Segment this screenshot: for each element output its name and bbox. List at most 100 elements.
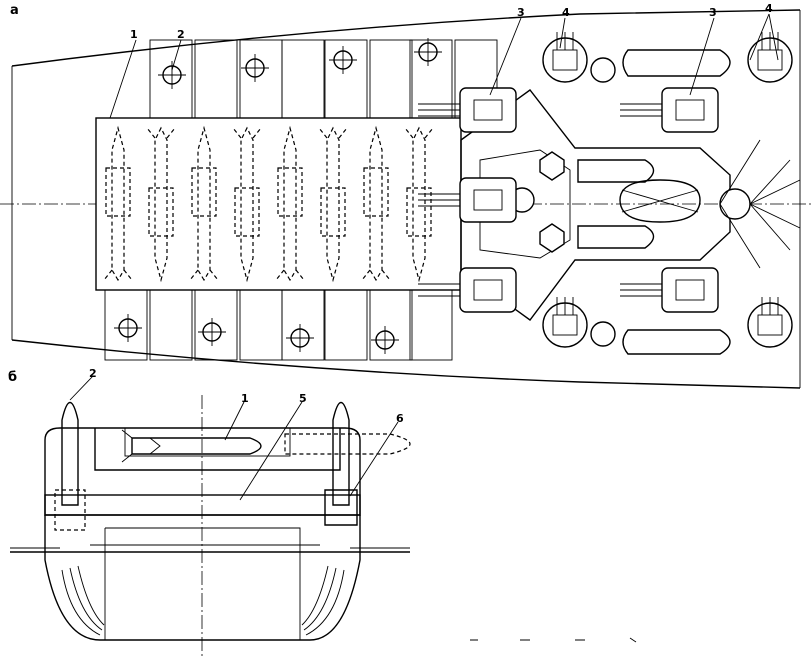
deck-cell-lower [149,289,193,361]
gun-turret [459,267,517,313]
gun-turret-hatch [473,99,503,121]
left-bilge-ribs [61,565,105,636]
hatch-cross-b [621,189,699,213]
magazine-missile [154,126,168,283]
boat-upper-right [622,49,731,77]
missile-fin [189,269,219,281]
deck-cell-lower [239,289,283,361]
leader-1-side [224,401,245,441]
gun-turret [459,87,517,133]
gun-barrels [418,283,460,297]
deck-body [44,427,361,516]
upper-deck-cells [149,38,498,119]
gun-barrels [418,193,460,207]
gun-mount-barrels [761,32,779,50]
callout-1-top: 1 [130,28,138,41]
callout-4-top: 4 [562,6,570,19]
plan-view: а 1 2 3 4 3 4 [0,2,812,389]
vertical-missile-left [61,401,79,506]
hatch-crosshair [286,324,314,352]
deck-cell-lower [409,289,453,361]
hull-outline-bottom [11,339,801,389]
gun-turrets-item4 [542,32,793,348]
missile-section-extended [284,433,411,455]
boat-lower-center [577,225,655,249]
hull-inner-box [104,527,301,640]
hull-section [44,515,361,641]
missile-cradle [406,187,432,237]
round-fitting-upper [590,57,616,83]
gun-turret [459,177,517,223]
stern-mast [719,188,751,220]
callout-4b-top: 4 [765,2,773,15]
view-label-b: б [8,370,17,385]
hatch-crosshair [329,46,357,74]
hatch-crosshair [114,314,142,342]
gun-mount-barrels [556,297,574,315]
leader-4b [749,13,770,61]
leader-6-side [349,421,399,497]
callout-3-top: 3 [517,6,525,19]
missile-fin [146,127,176,139]
gun-mount-barrels [761,297,779,315]
missile-fin [361,269,391,281]
gun-turret-hatch [675,99,705,121]
boat-upper-center [577,159,655,183]
round-fitting-lower [590,321,616,347]
missile-section-solid [131,437,262,455]
magazine-missile [326,126,340,283]
gun-turret-hatch [473,189,503,211]
gun-barrels [620,103,662,117]
missile-cradle [234,187,260,237]
leader-4a [559,17,566,49]
missile-cradle [277,167,303,217]
missile-fin [103,269,133,281]
gun-turrets-item3 [418,87,719,313]
leader-2-top [171,39,182,71]
missile-cradle [191,167,217,217]
deck-cell-lower [324,289,368,361]
hexagon-fitting-upper [539,151,565,181]
stray-marks [470,637,637,643]
hatch-crosshair [241,54,269,82]
hull-outline-top [11,9,801,67]
missile-section-fins [121,429,161,463]
missile-cradle [148,187,174,237]
hatch-crosshair [158,61,186,89]
right-bilge-ribs [301,565,345,636]
superstructure-inner [479,149,571,259]
deck-beam [44,494,361,516]
leader-5-side [239,401,303,501]
missile-cradle [320,187,346,237]
vertical-missile-right [332,401,350,506]
leader-3b [689,17,715,96]
missile-cradle [105,167,131,217]
section-view: б 2 1 5 6 [8,367,637,659]
missile-cradle [363,167,389,217]
hexagon-fitting-lower [539,223,565,253]
leader-4c [768,13,779,61]
deck-cell-upper [281,39,325,119]
gun-mount-barrels [556,32,574,50]
leader-1-top [109,39,137,119]
callout-1-side: 1 [241,392,249,405]
deck-cell-upper [194,39,238,119]
callout-2-side: 2 [89,367,97,380]
missile-fin [232,127,262,139]
hatch-crosshair [371,326,399,354]
missile-fin [318,127,348,139]
stern-fan-blades [719,139,801,269]
hatch-crosshair [198,318,226,346]
gun-barrels [418,103,460,117]
callout-5-side: 5 [299,392,307,405]
gun-barrels [620,283,662,297]
leader-2-side [69,375,94,401]
boat-lower-right [622,329,731,355]
callout-2-top: 2 [177,28,185,41]
magazine-missile [240,126,254,283]
gun-turret-hatch [675,279,705,301]
launcher-rail [124,427,291,457]
vertical-missile-left-lower [54,489,86,531]
